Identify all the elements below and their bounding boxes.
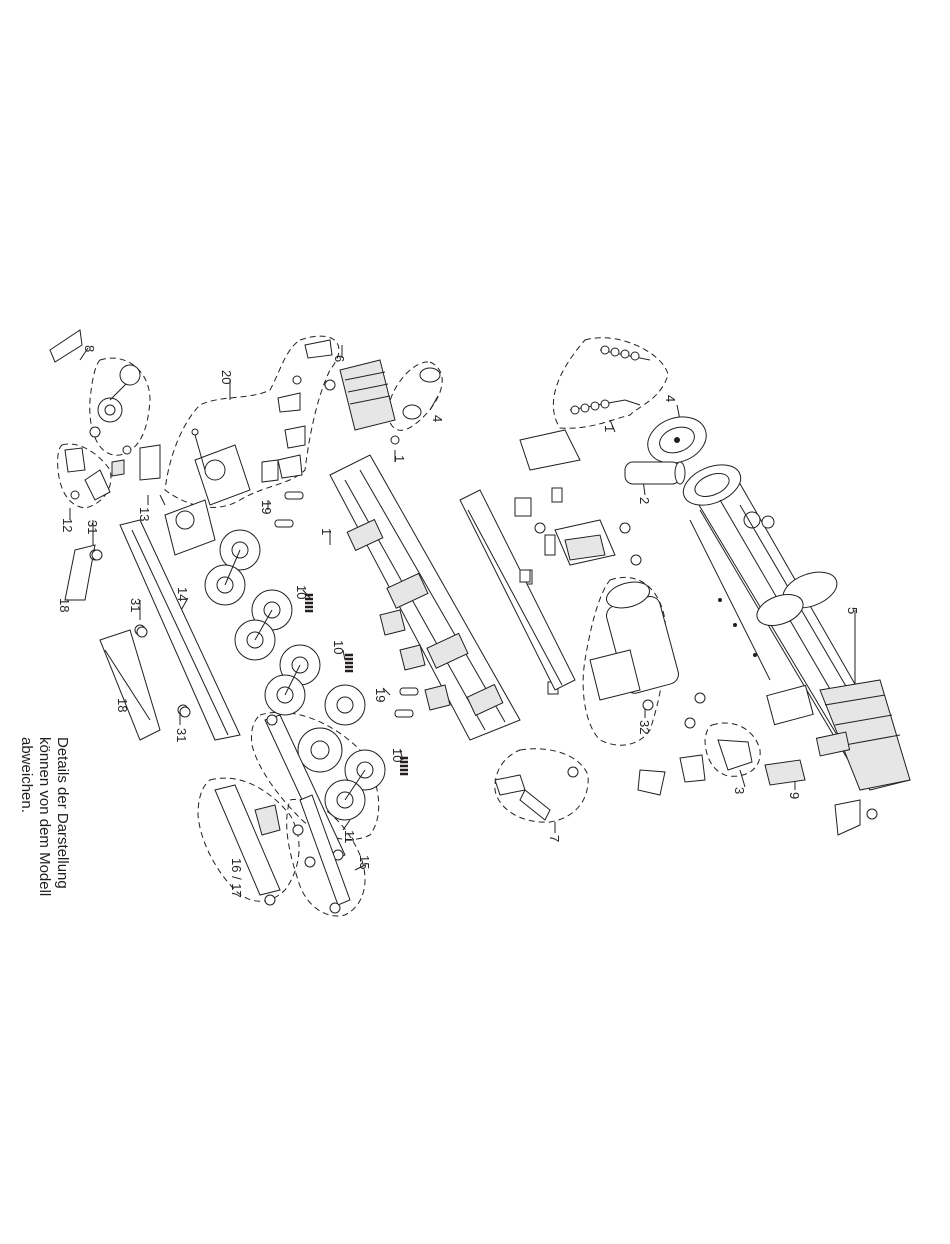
label-6: 6 bbox=[332, 355, 347, 362]
note-line-3: abweichen. bbox=[18, 737, 35, 813]
cylinder-part-2 bbox=[625, 462, 685, 484]
label-18-a: 18 bbox=[57, 598, 72, 612]
label-12: 12 bbox=[60, 518, 75, 532]
brake-frame bbox=[65, 520, 240, 740]
boiler-shell bbox=[677, 457, 910, 790]
label-10-b: 10 bbox=[331, 640, 346, 654]
group-outline-20 bbox=[165, 336, 339, 507]
label-9: 9 bbox=[787, 792, 802, 799]
label-8: 8 bbox=[82, 345, 97, 352]
label-10-c: 10 bbox=[390, 748, 405, 762]
label-1-frame: 1 bbox=[392, 455, 407, 462]
label-15: 15 bbox=[357, 855, 372, 869]
label-4-dome: 4 bbox=[430, 415, 445, 422]
label-7: 7 bbox=[547, 835, 562, 842]
label-2: 2 bbox=[637, 497, 652, 504]
label-11: 11 bbox=[342, 830, 357, 844]
front-bogie-parts bbox=[50, 330, 160, 500]
label-1-rod: 1 bbox=[319, 528, 334, 535]
label-14: 14 bbox=[175, 587, 190, 601]
label-20: 20 bbox=[219, 370, 234, 384]
label-16-17: 16 / 17 bbox=[229, 858, 244, 898]
label-31-c: 31 bbox=[174, 728, 189, 742]
label-32: 32 bbox=[637, 720, 652, 734]
note-line-2: können von dem Modell bbox=[36, 737, 53, 896]
disclaimer-note: Details der Darstellung können von dem M… bbox=[18, 737, 71, 896]
label-1-lamps: 1 bbox=[602, 425, 617, 432]
label-10-a: 10 bbox=[294, 585, 309, 599]
note-line-1: Details der Darstellung bbox=[54, 737, 71, 889]
cab-parts bbox=[262, 340, 395, 482]
lamp-set bbox=[570, 346, 650, 414]
label-19-a: 19 bbox=[259, 500, 274, 514]
label-3: 3 bbox=[732, 787, 747, 794]
label-13: 13 bbox=[137, 507, 152, 521]
label-31-a: 31 bbox=[85, 520, 100, 534]
label-4-door: 4 bbox=[663, 395, 678, 402]
label-18-b: 18 bbox=[115, 698, 130, 712]
label-31-b: 31 bbox=[128, 598, 143, 612]
label-5: 5 bbox=[845, 607, 860, 614]
label-19-b: 19 bbox=[373, 688, 388, 702]
